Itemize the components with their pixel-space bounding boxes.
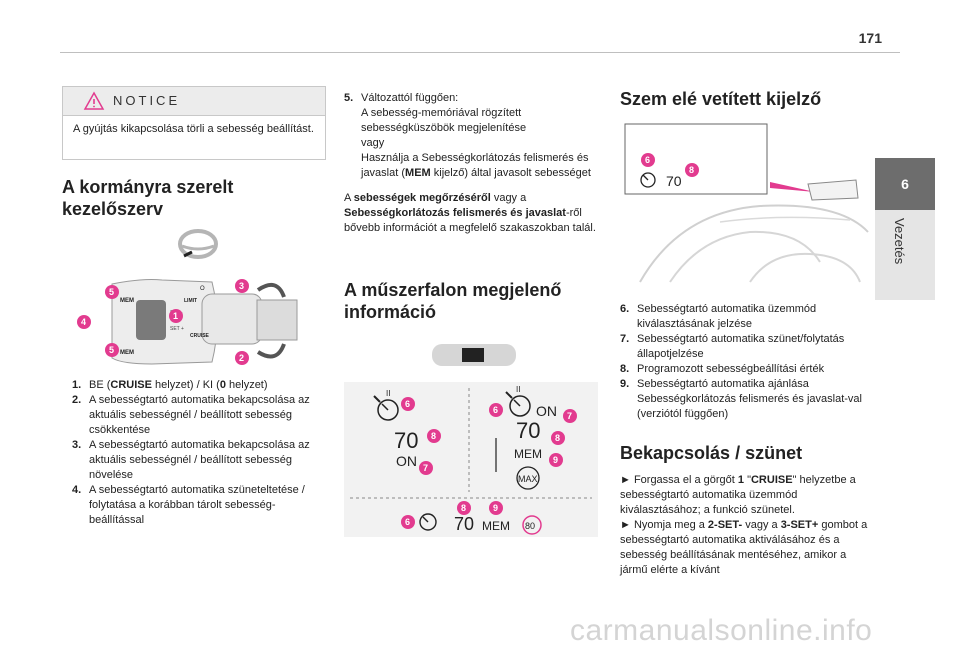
section-title: Bekapcsolás / szünet — [620, 443, 803, 463]
watermark: carmanualsonline.info — [570, 614, 873, 647]
section-hud: Szem elé vetített kijelző — [620, 88, 870, 110]
svg-text:6: 6 — [405, 399, 410, 409]
o-label: O — [200, 286, 205, 292]
svg-text:5: 5 — [109, 287, 114, 297]
svg-text:3: 3 — [239, 281, 244, 291]
mem-label: MEM — [120, 298, 134, 304]
svg-text:8: 8 — [555, 433, 560, 443]
badge-7: 7 — [419, 461, 433, 475]
set-plus-label: SET + — [170, 326, 184, 332]
warning-icon — [83, 91, 105, 110]
list-item: 9.Sebességtartó automatika ajánlása Sebe… — [620, 378, 862, 420]
cruise-label: CRUISE — [190, 333, 210, 339]
svg-text:7: 7 — [423, 463, 428, 473]
speed-value-bottom: 70 — [454, 514, 474, 534]
step-2: ► Nyomja meg a 2-SET- vagy a 3-SET+ gomb… — [620, 519, 868, 576]
list-item: 2.A sebességtartó automatika bekapcsolás… — [72, 394, 310, 436]
mem-label-right: MEM — [514, 447, 542, 461]
list-item: 8.Programozott sebességbeállítási érték — [620, 363, 825, 375]
chapter-tab[interactable]: 6 — [875, 158, 935, 210]
page-number: 171 — [858, 30, 882, 46]
svg-text:6: 6 — [645, 155, 650, 165]
badge-6-hud: 6 — [641, 153, 655, 167]
chapter-tab-side — [875, 210, 935, 300]
svg-text:1: 1 — [173, 311, 178, 321]
list-item: 7.Sebességtartó automatika szünet/folyta… — [620, 333, 845, 360]
on-label: ON — [396, 453, 417, 469]
badge-8: 8 — [427, 429, 441, 443]
list-item: 3.A sebességtartó automatika bekapcsolás… — [72, 439, 310, 481]
speed-value-right: 70 — [516, 418, 540, 443]
list-item: 1.BE (CRUISE helyzet) / KI (0 helyzet) — [72, 379, 268, 391]
mem-label-lower: MEM — [120, 350, 134, 356]
badge-6: 6 — [401, 397, 415, 411]
svg-text:II: II — [516, 385, 520, 394]
badge-1: 1 — [169, 309, 183, 323]
badge-8-right: 8 — [551, 431, 565, 445]
badge-5: 5 — [105, 285, 119, 299]
svg-text:2: 2 — [239, 353, 244, 363]
badge-4: 4 — [77, 315, 91, 329]
steering-wheel-icon — [178, 229, 218, 259]
svg-text:5: 5 — [109, 345, 114, 355]
badge-3: 3 — [235, 279, 249, 293]
hud-figure: 70 6 8 — [624, 123, 869, 283]
cruise-gauge-icon-bottom — [419, 513, 437, 531]
notice-title: NOTICE — [113, 93, 181, 108]
cruise-gauge-icon-right: II — [505, 385, 531, 417]
svg-text:9: 9 — [553, 455, 558, 465]
instrument-cluster-icon — [432, 344, 516, 366]
header-rule — [60, 52, 900, 53]
cruise-stalk-figure: MEM MEM SET - SET + LIMIT CRUISE O 5 4 5… — [77, 279, 298, 365]
svg-text:9: 9 — [493, 503, 498, 513]
svg-text:4: 4 — [81, 317, 86, 327]
badge-8-hud: 8 — [685, 163, 699, 177]
badge-7-right: 7 — [563, 409, 577, 423]
badge-5b: 5 — [105, 343, 119, 357]
list-item: 6.Sebességtartó automatika üzemmód kivál… — [620, 303, 817, 330]
svg-text:II: II — [386, 389, 390, 398]
mem-label-bottom: MEM — [482, 519, 510, 533]
svg-text:8: 8 — [689, 165, 694, 175]
speed-value: 70 — [394, 428, 418, 453]
svg-text:7: 7 — [567, 411, 572, 421]
notice-text: A gyújtás kikapcsolása törli a sebesség … — [73, 123, 314, 135]
limit-80-icon: 80 — [522, 515, 542, 535]
badge-6-bottom: 6 — [401, 515, 415, 529]
badge-8-bottom: 8 — [457, 501, 471, 515]
badge-9-right: 9 — [549, 453, 563, 467]
list-item: 5. Változattól függően: A sebesség-memór… — [344, 92, 591, 179]
list-item: 4.A sebességtartó automatika szüneteltet… — [72, 484, 305, 526]
item-5-block: 5. Változattól függően: A sebesség-memór… — [344, 91, 596, 236]
svg-text:8: 8 — [461, 503, 466, 513]
chapter-label: Vezetés — [892, 218, 907, 265]
section-activation: Bekapcsolás / szünet ► Forgassa el a gör… — [620, 442, 872, 578]
badge-2: 2 — [235, 351, 249, 365]
on-label-right: ON — [536, 403, 557, 419]
section-title: Szem elé vetített kijelző — [620, 89, 822, 109]
svg-text:80: 80 — [525, 521, 535, 531]
badge-6-right: 6 — [489, 403, 503, 417]
hud-gauge-icon — [640, 172, 656, 188]
max-icon: MAX — [516, 466, 540, 490]
notice-box: NOTICE A gyújtás kikapcsolása törli a se… — [62, 86, 326, 160]
badge-9-bottom: 9 — [489, 501, 503, 515]
svg-text:8: 8 — [431, 431, 436, 441]
hud-speed: 70 — [666, 173, 682, 189]
dashboard-display-svg: II 70 ON 6 8 7 II ON 70 MEM MAX 6 7 8 9 … — [350, 385, 592, 535]
step-1: ► Forgassa el a görgőt 1 "CRUISE" helyze… — [620, 474, 856, 516]
svg-text:MAX: MAX — [518, 474, 538, 484]
steering-controls-list: 1.BE (CRUISE helyzet) / KI (0 helyzet) 2… — [72, 378, 327, 528]
svg-text:6: 6 — [405, 517, 410, 527]
cruise-gauge-icon: II — [373, 389, 399, 421]
svg-text:6: 6 — [493, 405, 498, 415]
hud-list: 6.Sebességtartó automatika üzemmód kivál… — [620, 302, 872, 422]
limit-label: LIMIT — [184, 298, 197, 304]
notice-header: NOTICE — [63, 87, 325, 116]
reference-paragraph: A sebességek megőrzéséről vagy a Sebessé… — [344, 192, 596, 234]
